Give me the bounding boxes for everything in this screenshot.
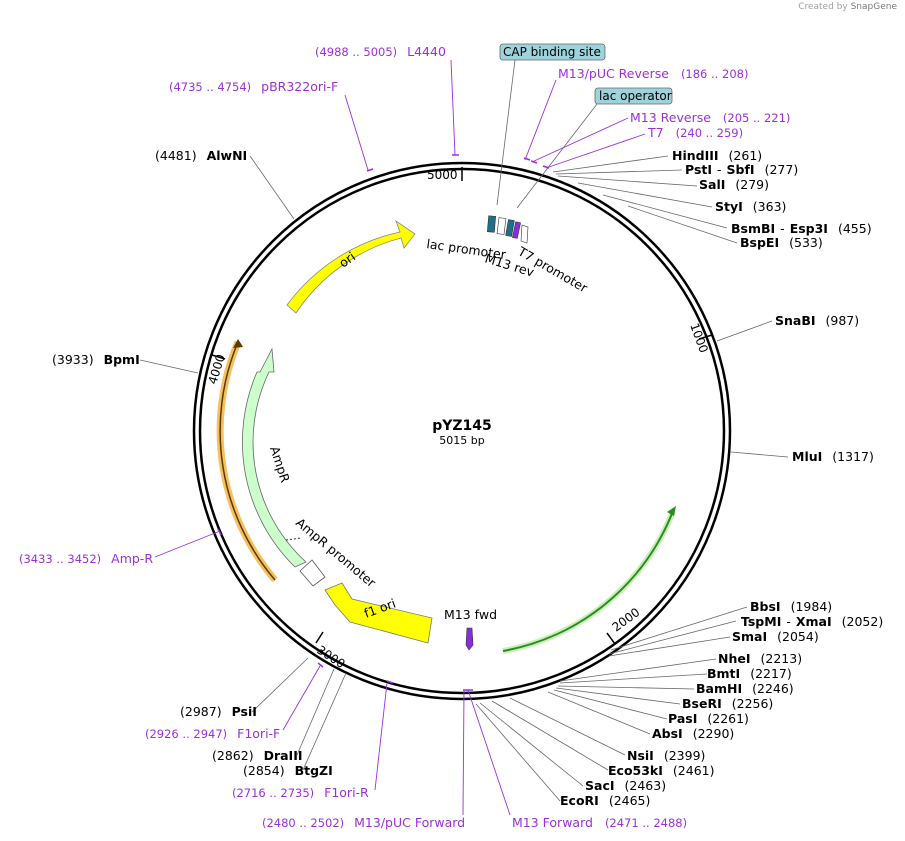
tick-3000 <box>315 631 324 644</box>
green-arc-arrowhead <box>667 506 676 516</box>
tick-label-5000: 5000 <box>427 168 458 182</box>
primer-f1ori-f: (2926 .. 2947)F1ori-F <box>145 726 280 741</box>
enzyme-bspei: BspEI(533) <box>740 235 823 250</box>
t7-promoter-feature <box>520 224 529 244</box>
enzyme-absi: AbsI(2290) <box>652 726 734 741</box>
enzyme-bamhi: BamHI(2246) <box>696 681 794 696</box>
lac-operator-box <box>594 87 673 105</box>
backbone-outer-ring <box>192 161 732 701</box>
tick-1000 <box>698 334 713 340</box>
enzyme-alwni: (4481)AlwNI <box>155 148 247 163</box>
primer-f1ori-r: (2716 .. 2735)F1ori-R <box>232 785 369 800</box>
plasmid-length: 5015 bp <box>439 434 484 447</box>
tick-label-2000: 2000 <box>610 605 643 634</box>
primer-m13-forward: M13 Forward(2471 .. 2488) <box>512 815 687 830</box>
f1-ori-feature <box>324 582 433 644</box>
ampr-promoter-feature <box>299 559 326 587</box>
enzyme-nsii: NsiI(2399) <box>627 748 705 763</box>
m13-fwd-label: M13 fwd <box>444 607 497 622</box>
lac-operator-feature <box>505 219 515 237</box>
enzyme-eco53ki: Eco53kI(2461) <box>608 763 714 778</box>
enzyme-ecori: EcoRI(2465) <box>560 793 650 808</box>
cap-site-leader <box>496 59 516 206</box>
leader-lines <box>139 155 789 802</box>
primer-m13-reverse: M13 Reverse(205 .. 221) <box>630 110 790 125</box>
tick-4000 <box>211 354 226 360</box>
enzyme-pasi: PasI(2261) <box>668 711 749 726</box>
enzyme-bsmbi-esp3i: BsmBI-Esp3I(455) <box>731 221 872 236</box>
green-arc <box>502 510 674 652</box>
cap-site-box <box>499 43 606 61</box>
primer-t7: T7(240 .. 259) <box>647 125 743 140</box>
enzyme-draiii: (2862)DraIII <box>212 748 303 763</box>
enzyme-psii: (2987)PsiI <box>180 704 257 719</box>
lac-operator-label: lac operator <box>599 89 672 103</box>
enzyme-sali: SalI(279) <box>699 177 769 192</box>
lac-operator-leader <box>516 103 598 209</box>
primer-pbr322ori-f: (4735 .. 4754)pBR322ori-F <box>169 79 338 94</box>
green-arc-halo <box>502 509 676 654</box>
lac-promoter-feature <box>486 215 497 233</box>
enzyme-smai: SmaI(2054) <box>732 629 819 644</box>
primer-l4440: (4988 .. 5005)L4440 <box>315 44 446 59</box>
ampr-label: AmpR <box>267 444 293 484</box>
enzyme-labels: HindIII(261) PstI-SbfI(277) SalI(279) St… <box>52 148 883 808</box>
credit-brand: SnapGene <box>850 2 897 12</box>
primer-leaders <box>154 59 646 816</box>
cap-site-feature <box>496 217 507 235</box>
enzyme-bbsi: BbsI(1984) <box>750 599 832 614</box>
cap-site-label: CAP binding site <box>503 45 601 59</box>
orange-arc <box>219 341 276 581</box>
primer-labels: (4988 .. 5005)L4440 (4735 .. 4754)pBR322… <box>19 44 790 830</box>
enzyme-psti-sbfi: PstI-SbfI(277) <box>685 162 798 177</box>
plasmid-name: pYZ145 <box>432 418 492 434</box>
enzyme-tspmi-xmai: TspMI-XmaI(2052) <box>741 614 883 629</box>
primer-m13-puc-reverse: M13/pUC Reverse(186 .. 208) <box>558 66 748 81</box>
primer-amp-r: (3433 .. 3452)Amp-R <box>19 551 153 566</box>
ampr-feature <box>242 347 307 568</box>
tick-label-1000: 1000 <box>687 321 711 354</box>
ampr-promoter-label: AmpR promoter <box>293 515 379 591</box>
enzyme-styi: StyI(363) <box>715 199 786 214</box>
enzyme-bseri: BseRI(2256) <box>682 696 773 711</box>
m13-fwd-feature <box>465 627 474 651</box>
orange-arc-arrowhead <box>233 339 243 348</box>
snapgene-credit: Created by SnapGene <box>798 2 897 12</box>
enzyme-bmti: BmtI(2217) <box>707 666 792 681</box>
m13-rev-feature <box>512 221 521 239</box>
ori-feature <box>286 219 416 314</box>
enzyme-btgzi: (2854)BtgZI <box>243 763 333 778</box>
enzyme-nhei: NheI(2213) <box>718 651 802 666</box>
tick-2000 <box>606 632 616 645</box>
credit-prefix: Created by <box>798 2 848 12</box>
enzyme-hindiii: HindIII(261) <box>672 148 762 163</box>
primer-marks <box>217 154 550 691</box>
primer-m13-puc-forward: (2480 .. 2502)M13/pUC Forward <box>262 815 465 830</box>
enzyme-bpmi: (3933)BpmI <box>52 352 140 367</box>
enzyme-snabi: SnaBI(987) <box>775 313 859 328</box>
enzyme-mlui: MluI(1317) <box>792 449 874 464</box>
ampr-divider <box>285 537 302 541</box>
enzyme-saci: SacI(2463) <box>585 778 666 793</box>
